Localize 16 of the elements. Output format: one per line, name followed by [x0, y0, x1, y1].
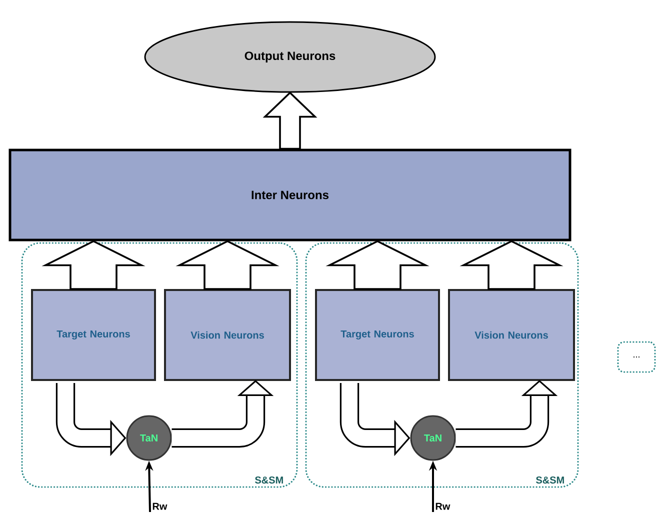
- block-arrow: [460, 240, 564, 290]
- neuron-box: Vision Neurons: [164, 289, 291, 381]
- block-arrow: [42, 240, 146, 290]
- ellipse-node: Output Neurons: [144, 21, 436, 93]
- block-arrow: [262, 92, 318, 150]
- ellipsis-box: ...: [617, 341, 656, 373]
- neuron-box: Target Neurons: [315, 289, 440, 381]
- group-label: S&SM: [255, 476, 283, 484]
- group-label: S&SM: [536, 476, 564, 484]
- block-arrow: [326, 240, 430, 290]
- edge-label: Rw: [152, 502, 168, 510]
- edge-label: Rw: [436, 502, 450, 510]
- layer-bar: Inter Neurons: [8, 148, 572, 242]
- block-arrow: [176, 240, 280, 290]
- neuron-box: Target Neurons: [31, 289, 156, 381]
- neuron-box: Vision Neurons: [448, 289, 575, 381]
